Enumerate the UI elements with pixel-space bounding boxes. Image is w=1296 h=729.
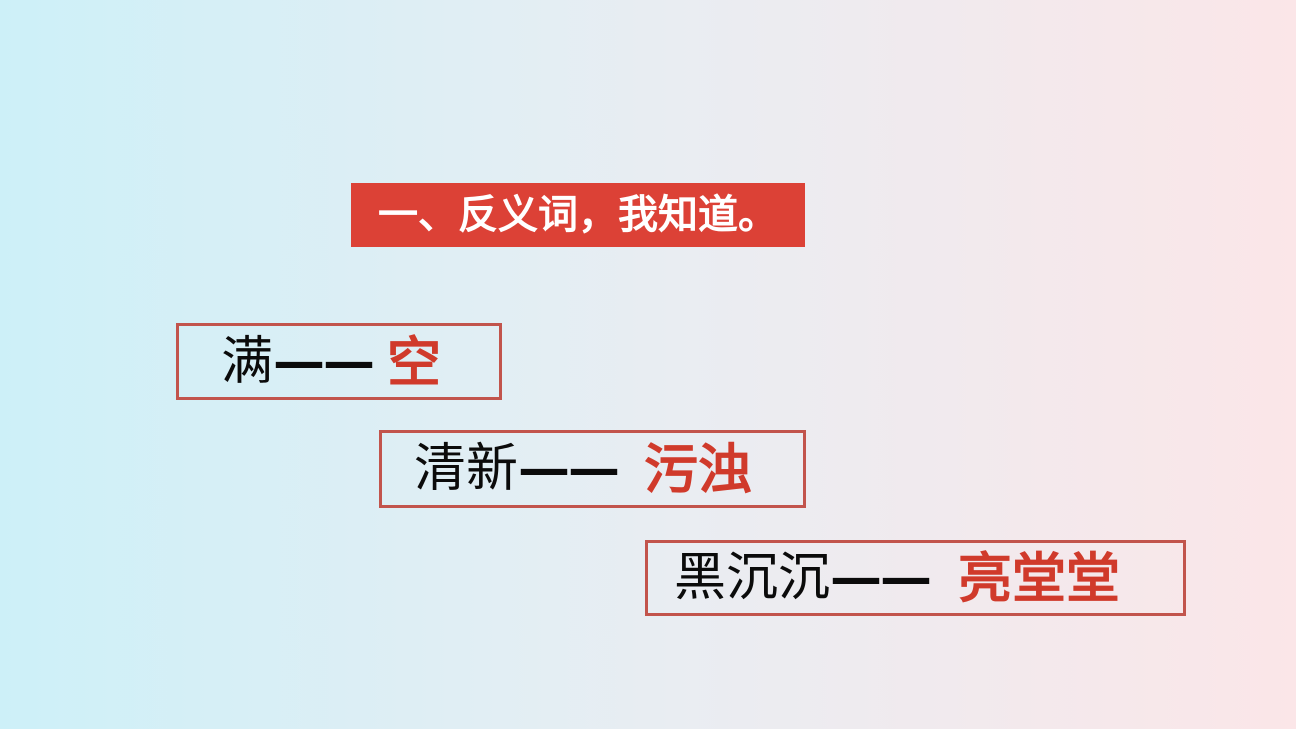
antonym-pair-1-word: 满 xyxy=(221,331,274,392)
antonym-pair-1-dash: —— xyxy=(273,330,375,392)
antonym-pair-3-dash: —— xyxy=(830,547,932,608)
antonym-pair-box-2: 清新 —— 污浊 xyxy=(379,430,806,508)
section-title-text: 一、反义词，我知道。 xyxy=(378,191,778,238)
antonym-pair-3-word: 黑沉沉 xyxy=(674,548,831,608)
antonym-pair-box-1: 满 —— 空 xyxy=(176,323,502,400)
section-title-banner: 一、反义词，我知道。 xyxy=(351,183,805,247)
antonym-pair-2-answer: 污浊 xyxy=(644,437,753,501)
antonym-pair-2-word: 清新 xyxy=(414,439,519,499)
antonym-pair-box-3: 黑沉沉 —— 亮堂堂 xyxy=(645,540,1186,616)
antonym-pair-1-answer: 空 xyxy=(387,329,442,394)
antonym-pair-3-answer: 亮堂堂 xyxy=(958,546,1121,610)
antonym-pair-2-dash: —— xyxy=(518,438,620,499)
